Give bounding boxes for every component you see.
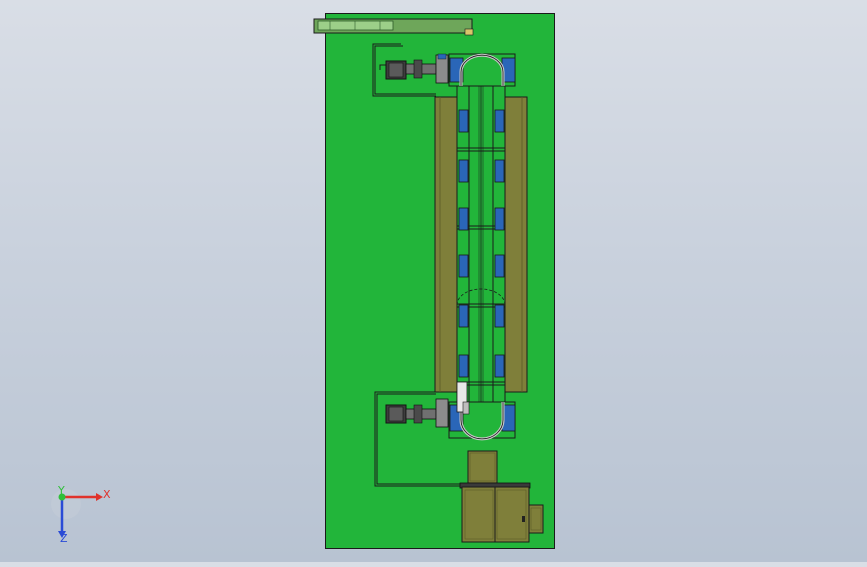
top-motor-unit[interactable] <box>385 53 449 84</box>
coordinate-triad: X Y Z <box>51 484 111 545</box>
left-blue-modules[interactable] <box>458 109 469 378</box>
right-blue-modules[interactable] <box>494 109 505 378</box>
control-cabinet[interactable] <box>459 450 544 543</box>
x-axis-arrowhead-icon <box>96 493 103 501</box>
left-olive-panel[interactable] <box>434 96 458 393</box>
bottom-motor-unit[interactable] <box>385 398 449 428</box>
z-axis-label: Z <box>60 532 68 545</box>
mid-dashed-arc <box>456 288 506 306</box>
top-cable-routing[interactable] <box>372 43 436 97</box>
bottom-cable-routing[interactable] <box>374 391 460 487</box>
y-axis-label: Y <box>57 484 65 497</box>
triad-shadow-icon <box>51 489 81 519</box>
y-axis-dot-icon <box>58 493 66 501</box>
top-turn-unit[interactable] <box>448 53 516 87</box>
bottom-turn-unit[interactable] <box>448 381 516 441</box>
top-rail-assembly[interactable] <box>313 18 474 36</box>
z-axis-arrowhead-icon <box>58 531 66 538</box>
right-olive-panel[interactable] <box>504 96 528 393</box>
x-axis-label: X <box>103 488 111 501</box>
